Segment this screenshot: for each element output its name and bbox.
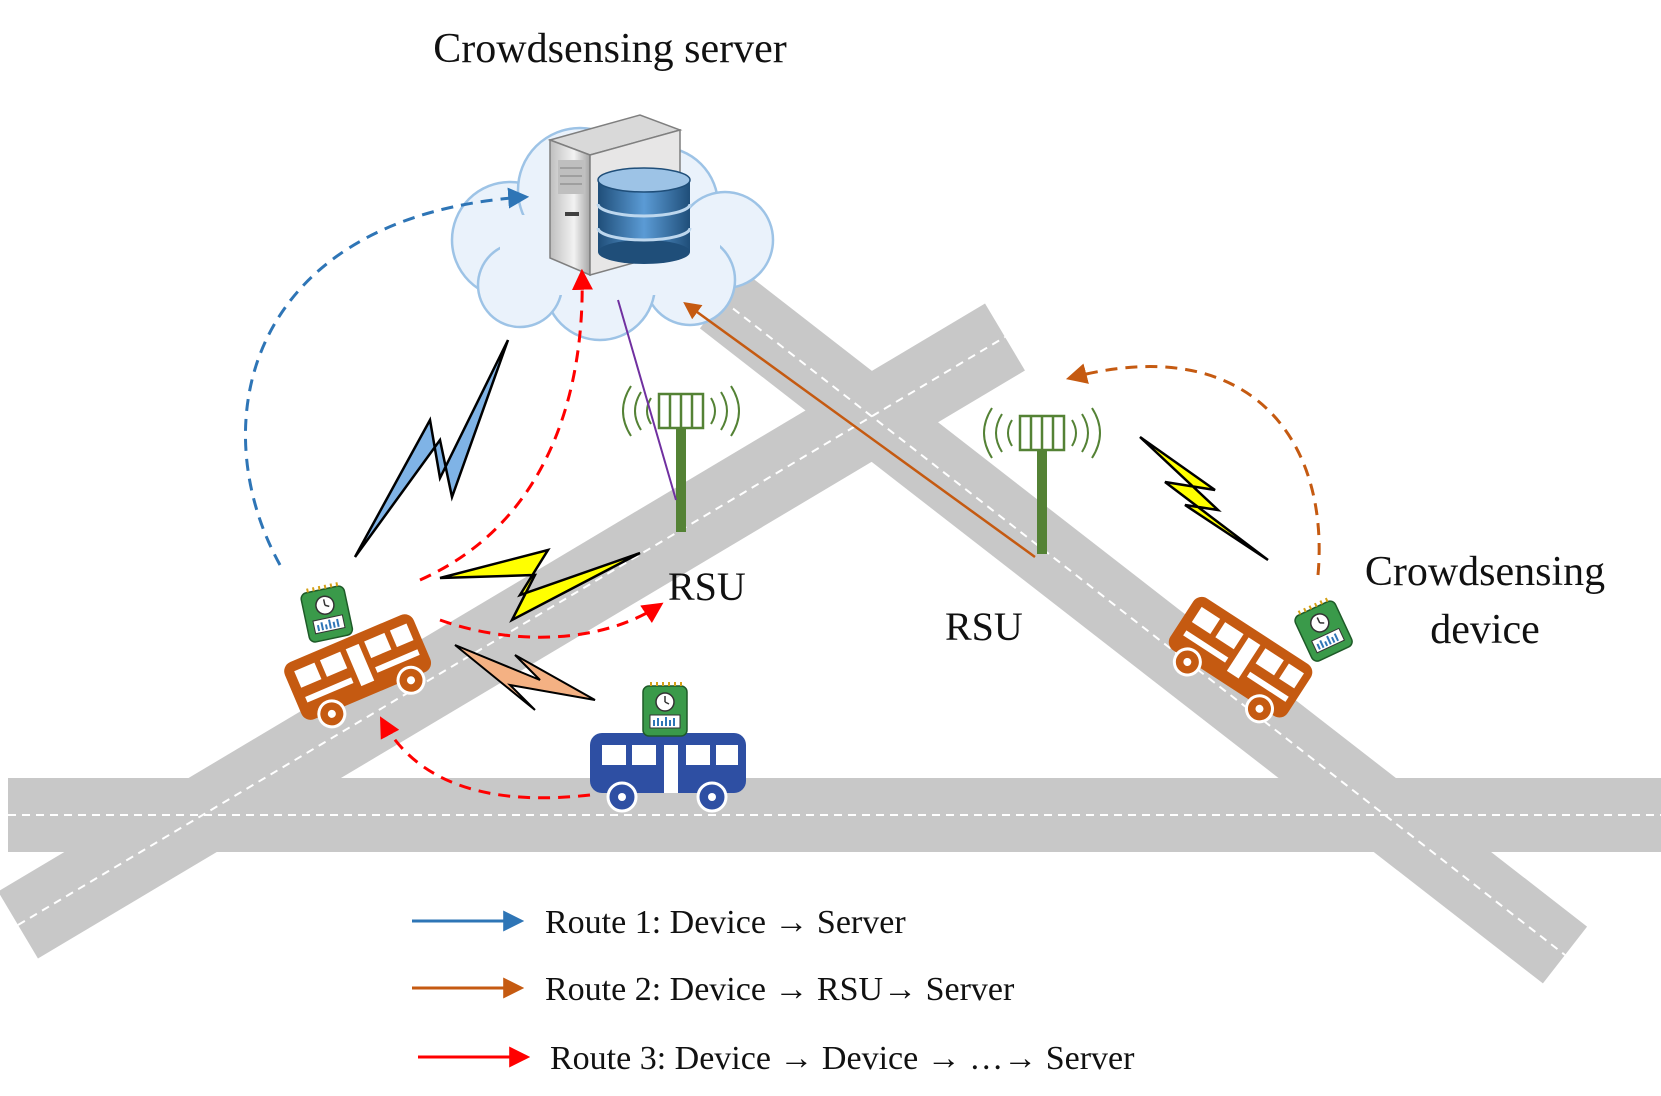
route3-dashed-arrow-to-server xyxy=(419,268,593,582)
sensor-board-icon xyxy=(1290,594,1356,665)
rsu-server-link xyxy=(617,299,677,501)
bus-icon xyxy=(590,733,746,813)
lightning-bolt-icon xyxy=(353,339,510,558)
legend: Route 1: Device → Server Route 2: Device… xyxy=(412,904,1135,1077)
lightning-bolt-icon xyxy=(1139,435,1269,562)
device-label-line2: device xyxy=(1430,607,1540,653)
legend-text-route1: Route 1: Device → Server xyxy=(545,904,906,941)
route2-rsu-to-server-arrow xyxy=(683,301,1036,559)
server-label: Crowdsensing server xyxy=(433,26,786,72)
route2-dashed-arrow-to-rsu xyxy=(1065,363,1321,576)
sensor-board-icon xyxy=(642,681,688,737)
device-label-line1: Crowdsensing xyxy=(1365,549,1605,595)
road-network xyxy=(0,271,1661,984)
legend-text-route2: Route 2: Device → RSU→ Server xyxy=(545,971,1015,1008)
crowdsensing-server-group xyxy=(450,114,775,342)
legend-text-route3: Route 3: Device → Device → …→ Server xyxy=(550,1040,1135,1077)
lightning-bolt-icon xyxy=(439,548,641,623)
route3-dashed-arrow-to-rsu xyxy=(439,602,664,639)
rsu-label-right: RSU xyxy=(945,604,1023,649)
lightning-bolt-icon xyxy=(454,644,596,711)
rsu-label-left: RSU xyxy=(668,564,746,609)
database-icon xyxy=(596,167,692,264)
route3-dashed-arrow-device-to-device xyxy=(379,716,591,800)
sensor-board-icon xyxy=(298,580,355,645)
route1-dashed-arrow xyxy=(244,187,530,566)
